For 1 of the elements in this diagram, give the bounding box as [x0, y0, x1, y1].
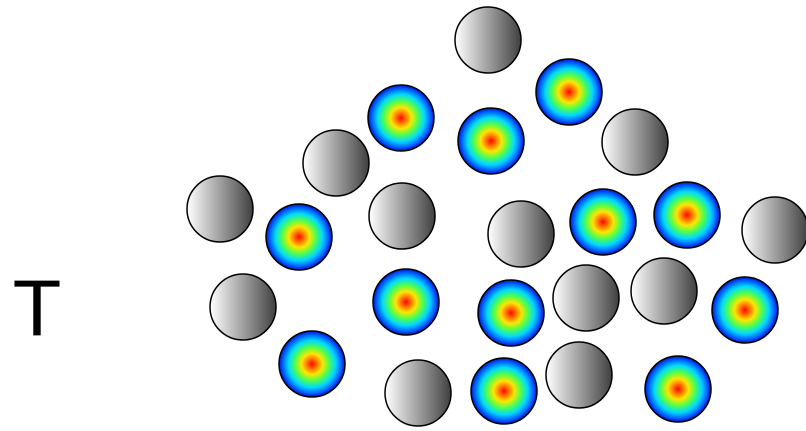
- letter-label: T: [14, 280, 60, 336]
